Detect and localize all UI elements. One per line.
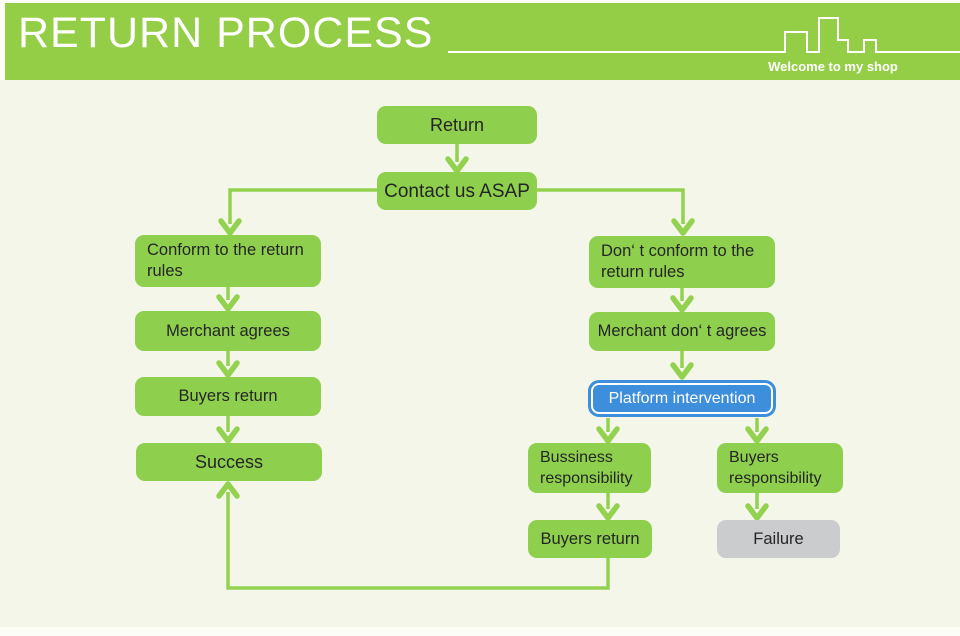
arrowhead-feedback-success xyxy=(216,481,240,499)
node-merchant-dont-agrees: Merchant don‘ t agrees xyxy=(589,312,775,351)
header-banner: RETURN PROCESS Welcome to my shop xyxy=(5,3,960,80)
node-business-responsibility: Bussiness responsibility xyxy=(528,443,651,493)
edge-contact-right-branch xyxy=(537,188,685,224)
arrowhead-left-branch xyxy=(218,218,242,236)
arrowhead-merchantdont-platform xyxy=(670,362,694,380)
arrowhead-return-contact xyxy=(445,156,469,174)
arrowhead-platform-buyersresp xyxy=(745,426,769,444)
edge-feedback-loop xyxy=(226,492,610,590)
node-contact-us-asap: Contact us ASAP xyxy=(377,172,537,210)
node-buyers-return-left: Buyers return xyxy=(135,377,321,416)
arrowhead-conform-merchant xyxy=(216,294,240,312)
skyline-line-icon xyxy=(448,17,960,53)
edge-contact-left-branch xyxy=(228,188,377,224)
node-conform-rules: Conform to the return rules xyxy=(135,235,321,287)
arrowhead-dontconform-merchantdont xyxy=(670,295,694,313)
arrowhead-business-buyersreturn xyxy=(596,503,620,521)
node-dont-conform-rules: Don‘ t conform to the return rules xyxy=(589,236,775,288)
page-title: RETURN PROCESS xyxy=(18,9,434,57)
node-return: Return xyxy=(377,106,537,144)
node-buyers-return-bottom: Buyers return xyxy=(528,520,652,558)
node-success: Success xyxy=(136,443,322,481)
arrowhead-platform-business xyxy=(596,426,620,444)
arrowhead-buyersresp-failure xyxy=(745,503,769,521)
header-decoration xyxy=(448,17,960,53)
node-merchant-agrees: Merchant agrees xyxy=(135,311,321,351)
node-buyers-responsibility: Buyers responsibility xyxy=(717,443,843,493)
node-platform-intervention: Platform intervention xyxy=(591,383,773,414)
node-failure: Failure xyxy=(717,520,840,558)
header-tagline: Welcome to my shop xyxy=(768,59,898,74)
arrowhead-buyersreturn-success xyxy=(216,426,240,444)
arrowhead-merchant-buyersreturn xyxy=(216,360,240,378)
arrowhead-right-branch xyxy=(671,218,695,236)
